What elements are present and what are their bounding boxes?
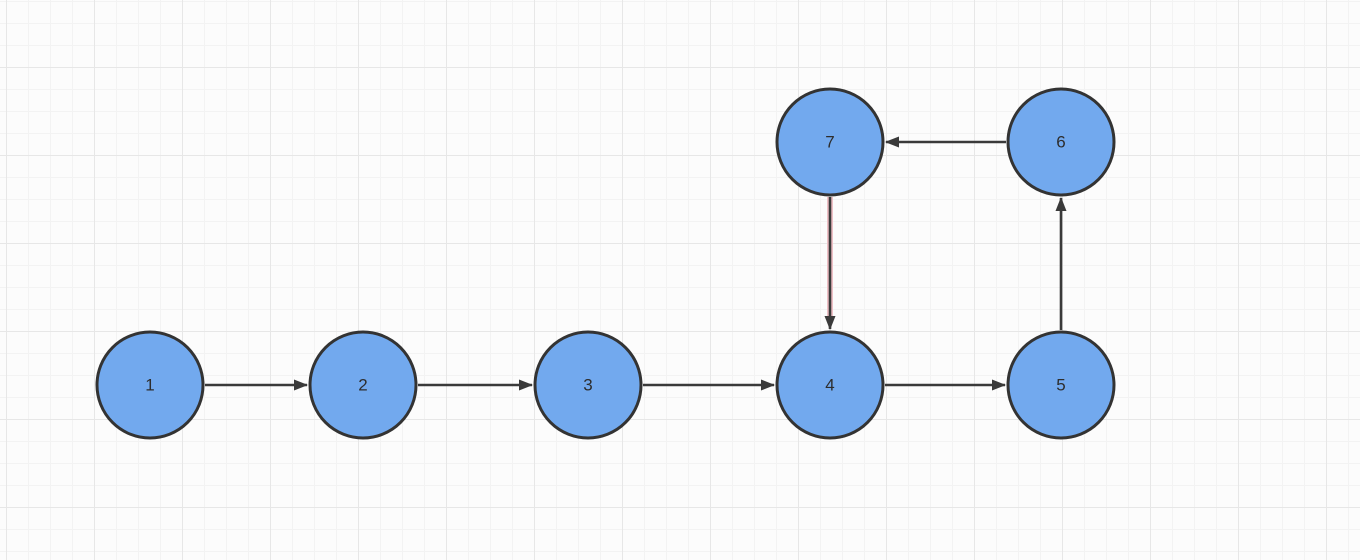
node-6[interactable]: 6 — [1006, 87, 1116, 197]
node-circle-3[interactable] — [533, 330, 643, 440]
node-circle-1[interactable] — [95, 330, 205, 440]
node-circle-5[interactable] — [1006, 330, 1116, 440]
node-1[interactable]: 1 — [95, 330, 205, 440]
node-circle-7[interactable] — [775, 87, 885, 197]
node-4[interactable]: 4 — [775, 330, 885, 440]
node-7[interactable]: 7 — [775, 87, 885, 197]
node-circle-6[interactable] — [1006, 87, 1116, 197]
node-5[interactable]: 5 — [1006, 330, 1116, 440]
node-3[interactable]: 3 — [533, 330, 643, 440]
node-circle-4[interactable] — [775, 330, 885, 440]
node-circle-2[interactable] — [308, 330, 418, 440]
node-2[interactable]: 2 — [308, 330, 418, 440]
